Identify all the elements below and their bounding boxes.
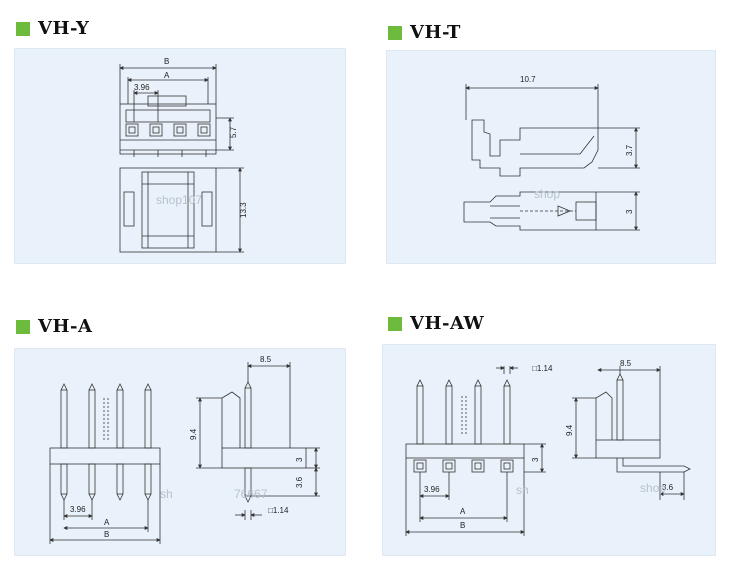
dim-a-label: A — [460, 507, 466, 516]
title-vh-y: VH-Y — [16, 18, 89, 39]
panel-vh-t — [386, 50, 716, 264]
dim-b-label: B — [164, 57, 169, 66]
side-housing — [595, 391, 613, 440]
header-base — [49, 447, 161, 465]
dim-base-label: 3 — [295, 457, 304, 462]
section-title: VH-A — [38, 316, 93, 337]
dim-a-label: A — [104, 518, 110, 527]
dim-pin-label: □1.14 — [532, 364, 553, 373]
dim-pitch-label: 3.96 — [134, 83, 150, 92]
cavity — [173, 123, 187, 137]
vh-a-drawing — [49, 362, 320, 544]
green-square-icon — [388, 316, 402, 331]
dim-tail-label: 3.6 — [662, 483, 674, 492]
dim-tail-label: 3.6 — [295, 476, 304, 488]
side-housing — [221, 391, 241, 448]
title-vh-aw: VH-AW — [388, 313, 484, 334]
title-vh-t: VH-T — [388, 22, 461, 43]
dim-b-label: B — [460, 521, 465, 530]
header-base — [405, 443, 525, 459]
vh-t-drawing — [463, 84, 640, 231]
dim-width-label: 8.5 — [260, 355, 272, 364]
dim-h2-label: 3 — [625, 209, 634, 214]
cavity — [149, 123, 163, 137]
dim-a-label: A — [164, 71, 170, 80]
panel-vh-a — [14, 348, 346, 556]
green-square-icon — [388, 25, 402, 40]
housing-side-view — [119, 167, 217, 253]
green-square-icon — [16, 319, 30, 334]
dim-base-label: 3 — [531, 457, 540, 462]
watermark: shop107 — [156, 193, 202, 207]
dim-h1-label: 5.7 — [229, 126, 238, 138]
housing-top-view — [119, 103, 217, 155]
vh-aw-drawing — [405, 366, 691, 536]
dim-height-label: 9.4 — [189, 428, 198, 440]
dim-h1-label: 3.7 — [625, 144, 634, 156]
section-title: VH-Y — [38, 18, 90, 39]
dim-width-label: 8.5 — [620, 359, 632, 368]
dim-length-label: 10.7 — [520, 75, 536, 84]
dim-pin-label: □1.14 — [268, 506, 289, 515]
vh-y-drawing — [119, 64, 244, 253]
watermark: sh — [160, 487, 173, 501]
watermark: shop — [640, 481, 666, 495]
dim-h2-label: 13.3 — [239, 202, 248, 218]
dim-b-label: B — [104, 530, 109, 539]
cavity — [125, 123, 139, 137]
pins — [416, 379, 511, 445]
dim-pitch-label: 3.96 — [424, 485, 440, 494]
dim-pitch-label: 3.96 — [70, 505, 86, 514]
cavity — [197, 123, 211, 137]
watermark: sh — [516, 483, 529, 497]
section-title: VH-T — [410, 22, 461, 43]
pins — [60, 383, 152, 501]
dim-height-label: 9.4 — [565, 424, 574, 436]
watermark: 76667 — [234, 487, 268, 501]
watermark: shop — [534, 187, 560, 201]
section-title: VH-AW — [410, 313, 485, 334]
panel-vh-y — [14, 48, 346, 264]
title-vh-a: VH-A — [16, 316, 92, 337]
terminal-side-view — [471, 119, 599, 177]
green-square-icon — [16, 21, 30, 36]
